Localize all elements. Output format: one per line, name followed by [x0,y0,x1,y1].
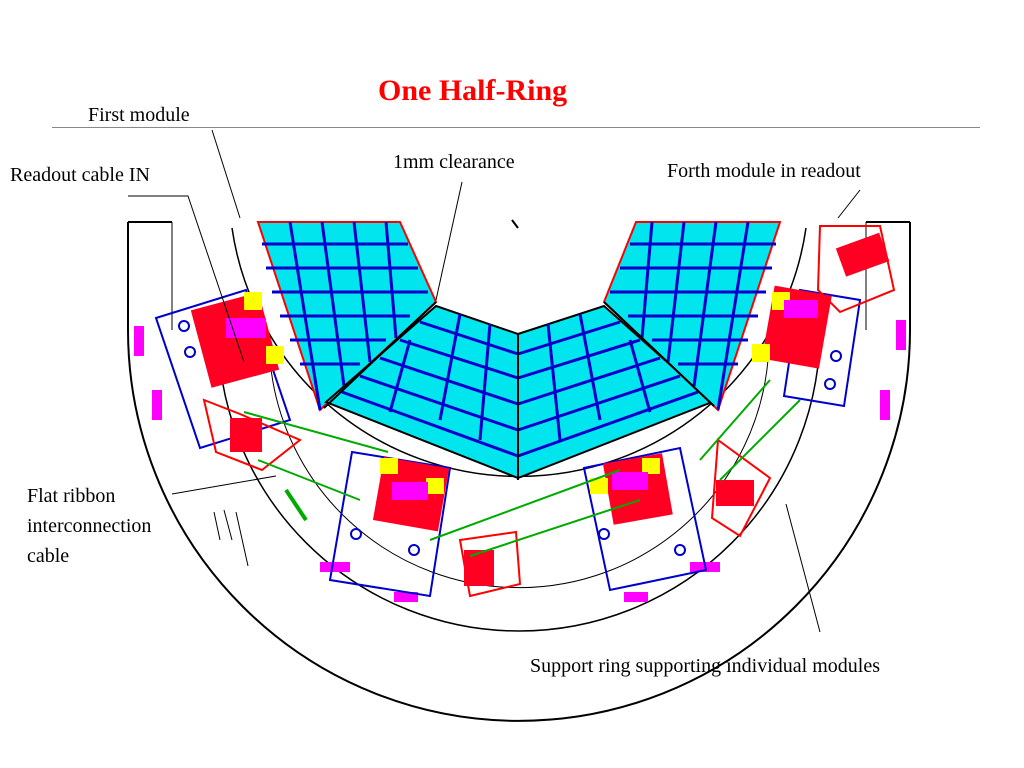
flat-ribbon-cables [243,379,801,557]
side-markings [213,509,249,567]
leader-lines [128,129,861,633]
crystal-module-4 [602,221,782,412]
label-readout-cable-in: Readout cable IN [10,164,150,186]
label-flat-ribbon-cable: Flat ribbon interconnection cable [27,485,152,567]
label-first-module: First module [88,104,190,126]
module-separators [323,219,715,480]
mounting-holes [178,320,842,556]
connector-details [226,300,818,500]
label-forth-module: Forth module in readout [667,160,861,182]
label-clearance: 1mm clearance [393,151,515,173]
connectors [244,292,790,494]
crystal-module-3 [517,304,714,480]
title-divider [52,127,980,128]
slide-title: One Half-Ring [378,74,568,107]
label-support-ring: Support ring supporting individual modul… [530,655,880,677]
